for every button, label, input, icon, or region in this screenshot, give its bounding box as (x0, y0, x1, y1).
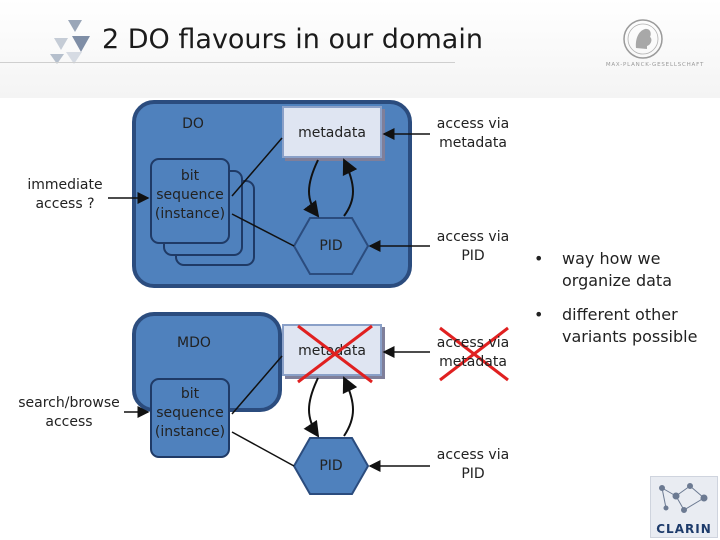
bullet-icon: • (534, 305, 544, 324)
clarin-logo-text: CLARIN (656, 522, 712, 536)
clarin-network-icon (659, 483, 708, 513)
access-via-metadata-label-crossed: access via metadata (436, 335, 510, 370)
cross-out-mark (297, 324, 373, 384)
bullet-organize-data: way how we organize data (562, 249, 672, 290)
bit-sequence-box (150, 378, 230, 458)
immediate-access-label: immediate access ? (27, 177, 103, 212)
metadata-box (282, 106, 382, 158)
bullet-icon: • (534, 249, 544, 268)
pid-label: PID (319, 458, 343, 474)
access-via-pid-label: access via PID (436, 229, 510, 264)
bit-sequence-label: bit sequence (instance) (154, 168, 226, 222)
max-planck-emblem-icon (623, 19, 663, 59)
max-planck-logo-text: MAX-PLANCK-GESELLSCHAFT (605, 62, 705, 68)
bit-sequence-stack-front (150, 158, 230, 244)
header-band (0, 0, 720, 98)
search-browse-access-label: search/browse access (18, 395, 120, 430)
cross-out-mark (439, 326, 509, 382)
page-title: 2 DO flavours in our domain (102, 24, 483, 55)
bullet-other-variants: different other variants possible (562, 305, 698, 346)
mdo-label: MDO (177, 335, 211, 351)
pid-label: PID (319, 238, 343, 254)
title-underline (0, 62, 455, 63)
triangle-logo-icon (50, 20, 90, 64)
do-label: DO (182, 116, 204, 132)
access-via-pid-label: access via PID (436, 447, 510, 482)
access-via-metadata-label: access via metadata (436, 116, 510, 151)
bit-sequence-label: bit sequence (instance) (154, 386, 226, 440)
metadata-label: metadata (298, 125, 366, 141)
